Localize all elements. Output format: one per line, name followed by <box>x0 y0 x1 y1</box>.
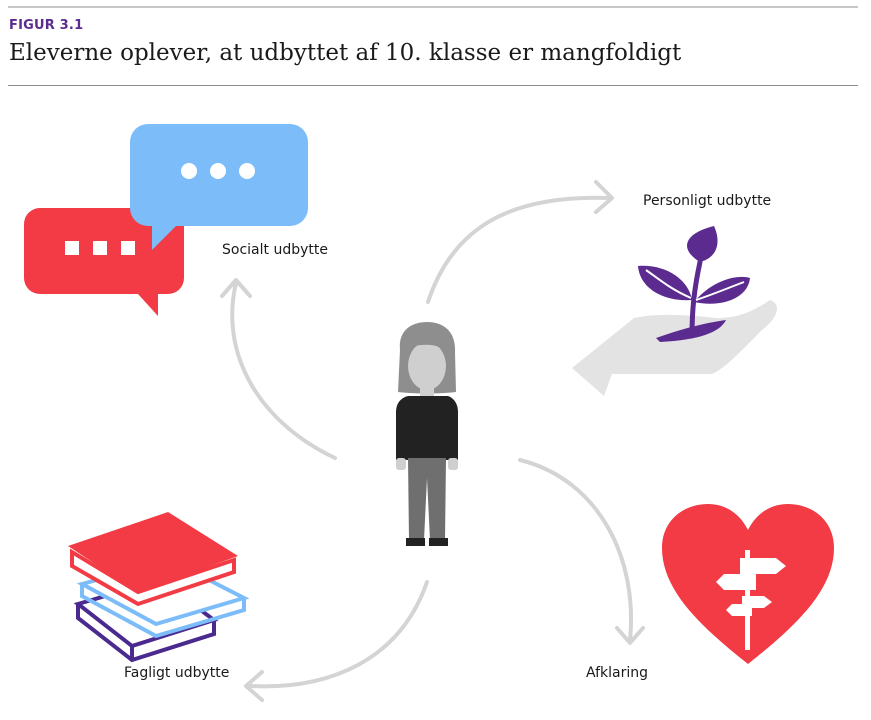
leaf-top <box>687 226 718 262</box>
label-academic: Fagligt udbytte <box>124 665 230 681</box>
sign-right <box>740 558 786 574</box>
shoes <box>406 538 448 546</box>
sign-left-lower <box>726 604 752 616</box>
figure-label: FIGUR 3.1 <box>9 18 84 33</box>
book-top-cover <box>68 512 238 592</box>
arrow-to-academic <box>248 580 429 689</box>
speech-bubbles-icon <box>24 124 308 316</box>
figure-title: Eleverne oplever, at udbyttet af 10. kla… <box>9 40 682 66</box>
student-figure-icon <box>396 322 458 546</box>
label-social: Socialt udbytte <box>222 242 328 258</box>
arrow-to-social-head <box>220 278 252 298</box>
label-personal: Personligt udbytte <box>643 193 772 209</box>
arrow-to-personal-head <box>594 180 614 214</box>
trousers <box>408 458 446 540</box>
book-stack-icon <box>68 512 250 663</box>
face <box>408 342 446 390</box>
arrow-to-clarification <box>518 458 633 642</box>
arrow-to-academic-head <box>244 670 264 702</box>
blue-speech-bubble <box>130 124 308 250</box>
arrows <box>220 180 645 702</box>
title-rule <box>8 85 858 86</box>
arrow-to-social <box>230 281 337 460</box>
sign-left <box>716 574 756 590</box>
top-rule <box>8 6 858 8</box>
arrow-to-clarification-head <box>615 626 645 645</box>
arrow-to-personal <box>426 195 612 304</box>
plant-in-hand-icon <box>572 226 777 396</box>
book-top-pages <box>70 548 236 607</box>
red-speech-bubble <box>24 208 184 316</box>
hand <box>572 300 777 396</box>
label-clarification: Afklaring <box>586 665 648 681</box>
sweater <box>396 396 458 460</box>
stem <box>689 259 703 339</box>
heart-signpost-icon <box>662 504 834 664</box>
